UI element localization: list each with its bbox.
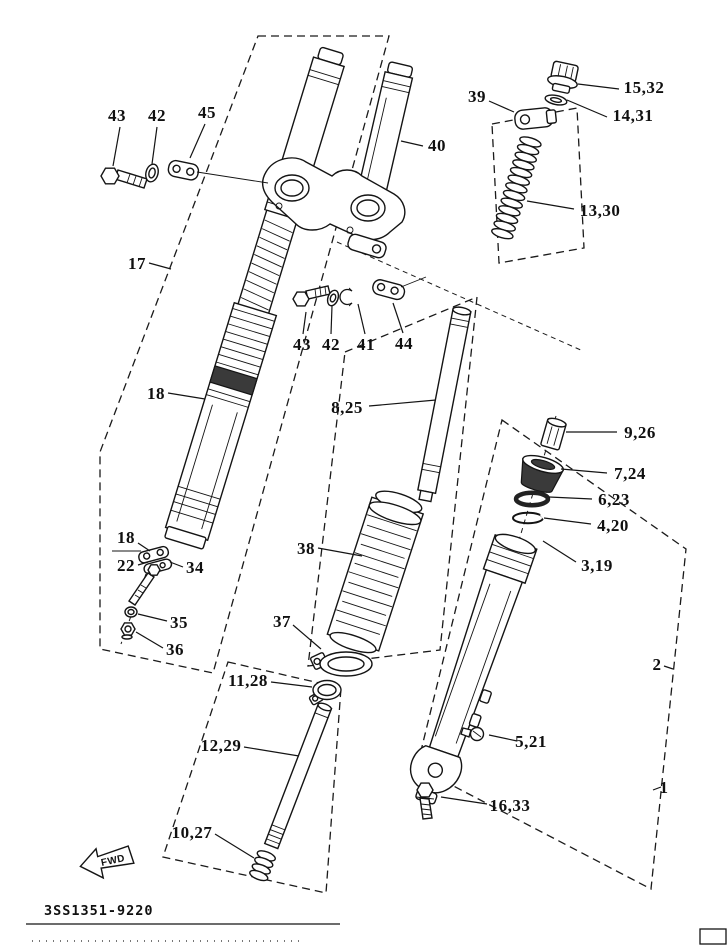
bolt-43-mid [292, 285, 331, 307]
part-label-36: 36 [166, 640, 184, 659]
page-corner-mark [699, 928, 727, 945]
bolt-43-top [100, 167, 148, 189]
part-label-44: 44 [395, 334, 413, 353]
left-fork-leg [164, 46, 346, 550]
clamp-37 [309, 651, 373, 677]
part-label-3-19: 3,19 [581, 556, 613, 575]
clamp-45 [167, 159, 200, 181]
washer-6-23 [513, 490, 551, 508]
spring-10-27 [249, 850, 276, 882]
steering-stem-stub [347, 233, 387, 259]
clamp-11-28 [308, 679, 342, 706]
bolt-22 [128, 564, 161, 606]
part-label-7-24: 7,24 [614, 464, 646, 483]
spring-coil-section [240, 219, 293, 311]
washer-35 [124, 606, 138, 618]
cap-bolt-15-32 [547, 60, 579, 94]
part-label-13-30: 13,30 [579, 201, 621, 220]
fwd-arrow-label: FWD [100, 853, 126, 869]
part-label-35: 35 [170, 613, 188, 632]
part-label-22: 22 [117, 556, 135, 575]
washer-42-top [145, 163, 159, 183]
right-fork-leg [409, 533, 538, 805]
spring-13-30 [491, 136, 542, 240]
spring-seat-7-24 [520, 454, 565, 493]
bushing-9-26 [540, 417, 567, 451]
part-label-43: 43 [293, 335, 311, 354]
part-label-18: 18 [117, 528, 135, 547]
part-label-39: 39 [468, 87, 486, 106]
part-label-10-27: 10,27 [171, 823, 213, 842]
part-label-2: 2 [652, 655, 662, 674]
region-right-fork [416, 418, 687, 891]
part-label-43: 43 [108, 106, 126, 125]
region-damper [307, 295, 478, 667]
triple-clamp [261, 157, 406, 259]
part-label-42: 42 [322, 335, 340, 354]
screw-5-21 [460, 726, 485, 742]
part-label-38: 38 [297, 539, 315, 558]
part-label-37: 37 [273, 612, 291, 631]
damper-rod-8-25 [417, 306, 472, 503]
clamp-39 [514, 107, 558, 130]
part-label-4-20: 4,20 [597, 516, 629, 535]
part-label-42: 42 [148, 106, 166, 125]
part-label-8-25: 8,25 [331, 398, 363, 417]
clip-41 [339, 287, 353, 307]
part-label-16-33: 16,33 [489, 796, 531, 815]
part-label-12-29: 12,29 [200, 736, 242, 755]
fork-dark-band [209, 365, 258, 396]
part-label-1: 1 [659, 778, 669, 797]
part-label-11-28: 11,28 [228, 671, 268, 690]
part-label-17: 17 [128, 254, 146, 273]
nut-36 [120, 622, 136, 640]
part-label-14-31: 14,31 [612, 106, 654, 125]
part-label-40: 40 [428, 136, 446, 155]
washer-14-31 [544, 94, 568, 106]
circlip-4-20 [512, 511, 547, 525]
part-label-18: 18 [147, 384, 165, 403]
push-rod-12-29 [263, 702, 333, 850]
part-label-5-21: 5,21 [515, 732, 547, 751]
fwd-arrow: FWD [79, 845, 135, 880]
part-label-6-23: 6,23 [598, 490, 630, 509]
clamp-44 [372, 279, 406, 301]
boot-38 [326, 490, 425, 654]
leader-lines [112, 83, 674, 859]
bolt-16-33 [415, 782, 435, 820]
part-label-34: 34 [186, 558, 204, 577]
washer-42-mid [326, 289, 340, 307]
part-label-9-26: 9,26 [624, 423, 656, 442]
doc-code: 3SS1351-9220 [44, 903, 154, 919]
part-label-41: 41 [357, 335, 375, 354]
region-left-fork [99, 35, 390, 674]
part-label-15-32: 15,32 [623, 78, 665, 97]
part-label-45: 45 [198, 103, 216, 122]
